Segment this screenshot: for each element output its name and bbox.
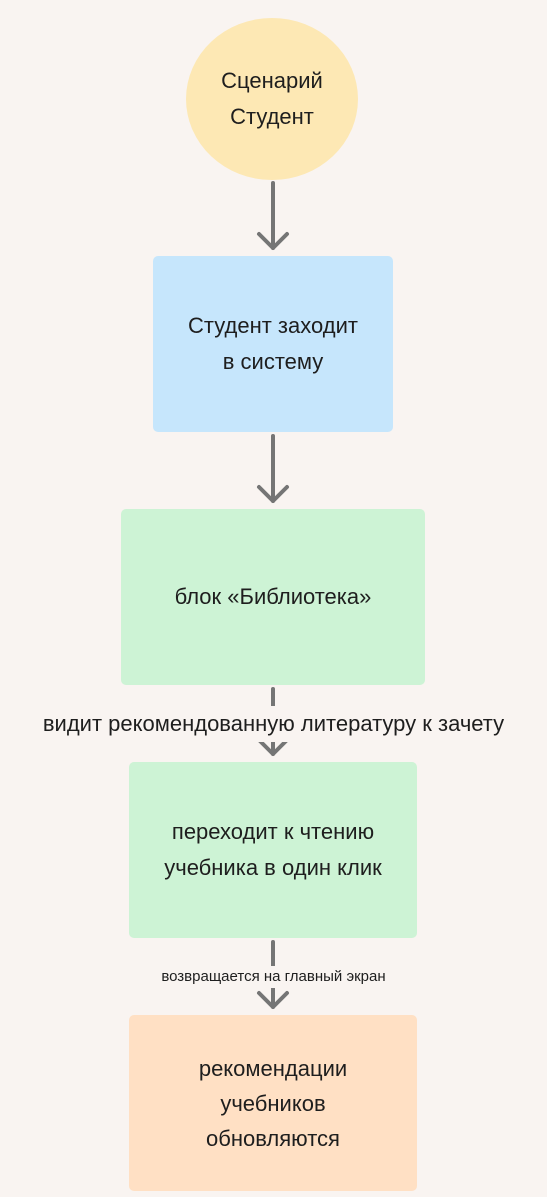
reading-node-line-2: учебника в один клик xyxy=(164,855,382,880)
recommendations-node: рекомендации учебников обновляются xyxy=(129,1015,417,1191)
recommendations-node-line-2: учебников xyxy=(220,1090,326,1116)
recommendations-node-line-3: обновляются xyxy=(206,1125,340,1151)
edge-label-library-to-reading: видит рекомендованную литературу к зачет… xyxy=(0,706,547,742)
reading-node-line-1: переходит к чтению xyxy=(171,819,375,844)
library-node: блок «Библиотека» xyxy=(121,509,425,685)
start-node-line-1: Сценарий xyxy=(221,68,323,93)
edge-label-reading-to-recommendations: возвращается на главный экран xyxy=(0,966,547,988)
start-node: Сценарий Студент xyxy=(186,18,358,180)
edge-label-reading-to-recommendations-text: возвращается на главный экран xyxy=(159,966,388,988)
library-node-line-1: блок «Библиотека» xyxy=(174,584,372,609)
start-node-line-2: Студент xyxy=(230,104,314,129)
edge-label-library-to-reading-text: видит рекомендованную литературу к зачет… xyxy=(40,706,507,742)
login-node: Студент заходит в систему xyxy=(153,256,393,432)
reading-node: переходит к чтению учебника в один клик xyxy=(129,762,417,938)
login-node-line-1: Студент заходит xyxy=(188,313,358,338)
arrow-login-to-library xyxy=(257,434,289,503)
arrow-start-to-login xyxy=(257,181,289,250)
recommendations-node-line-1: рекомендации xyxy=(198,1055,348,1081)
login-node-line-2: в систему xyxy=(222,349,324,374)
